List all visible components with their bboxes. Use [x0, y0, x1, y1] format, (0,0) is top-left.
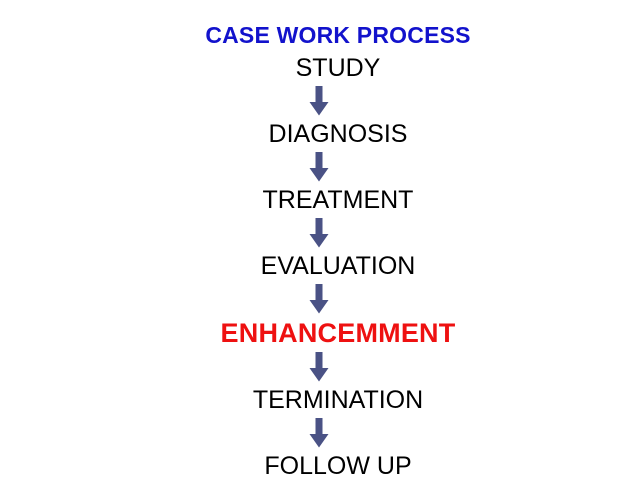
flow-connector-6 — [0, 418, 638, 448]
down-arrow-icon — [309, 86, 329, 116]
flow-connector-3 — [0, 218, 638, 248]
down-arrow-icon — [309, 352, 329, 382]
flow-connector-2 — [0, 152, 638, 182]
page-title: CASE WORK PROCESS — [205, 22, 471, 48]
flow-connector-1 — [0, 86, 638, 116]
down-arrow-icon — [309, 284, 329, 314]
flow-step-diagnosis: DIAGNOSIS — [268, 120, 408, 148]
flow-connector-5 — [0, 352, 638, 382]
down-arrow-icon — [309, 418, 329, 448]
flow-step-study: STUDY — [295, 54, 381, 82]
flow-step-enhancement: ENHANCEMMENT — [220, 318, 456, 348]
flow-step-termination: TERMINATION — [252, 386, 424, 414]
flow-step-treatment: TREATMENT — [262, 186, 414, 214]
flow-step-follow-up: FOLLOW UP — [264, 452, 412, 480]
flow-step-evaluation: EVALUATION — [260, 252, 416, 280]
down-arrow-icon — [309, 152, 329, 182]
down-arrow-icon — [309, 218, 329, 248]
flow-connector-4 — [0, 284, 638, 314]
